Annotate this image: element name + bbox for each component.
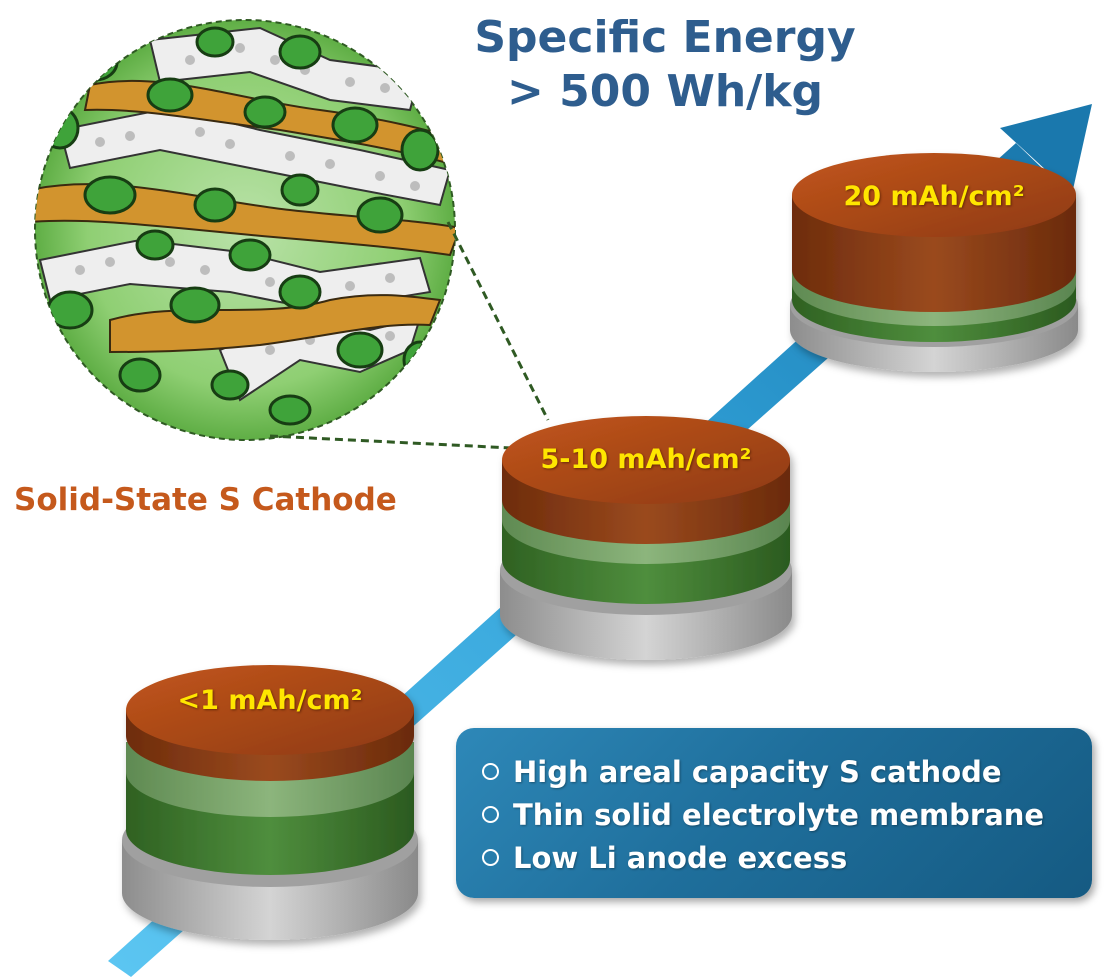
feature-item: High areal capacity S cathode [482, 750, 1092, 793]
feature-item-text: Thin solid electrolyte membrane [513, 797, 1045, 832]
title-line-1: Specific Energy [474, 12, 856, 63]
title-line-2: > 500 Wh/kg [506, 66, 824, 117]
battery-cell-2 [500, 416, 792, 660]
key-features-box: High areal capacity S cathode Thin solid… [456, 728, 1092, 898]
circle-bullet-icon [482, 806, 499, 823]
cell-3-capacity-label: 20 mAh/cm² [843, 181, 1025, 212]
battery-cell-3 [790, 153, 1078, 372]
circle-bullet-icon [482, 849, 499, 866]
battery-cell-1 [122, 665, 418, 940]
circle-bullet-icon [482, 763, 499, 780]
cell-1-capacity-label: <1 mAh/cm² [177, 685, 363, 716]
feature-item-text: High areal capacity S cathode [513, 754, 1002, 789]
feature-item-text: Low Li anode excess [513, 840, 848, 875]
feature-item: Thin solid electrolyte membrane [482, 793, 1092, 836]
feature-item: Low Li anode excess [482, 836, 1092, 879]
cathode-label: Solid-State S Cathode [14, 482, 397, 518]
cell-2-capacity-label: 5-10 mAh/cm² [540, 444, 752, 475]
